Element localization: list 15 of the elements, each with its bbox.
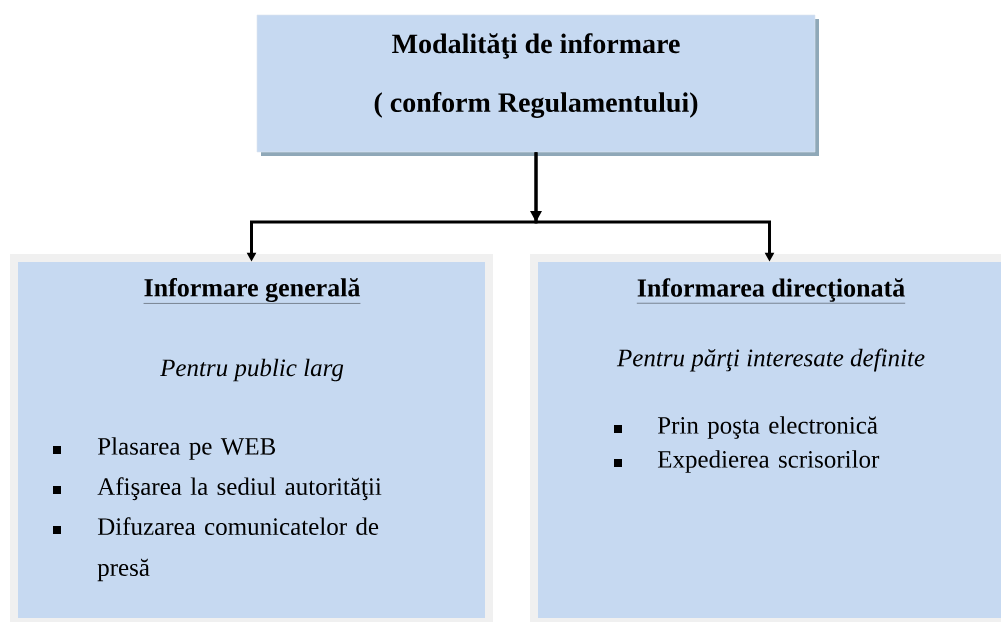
title-text: ( conform Regulamentului) [374,92,698,118]
bullet-item: Afişarea la sediul autorităţii [53,477,382,501]
title-text: Modalităţi de informare [392,33,680,59]
title-box [256,14,819,156]
bullet-item: Prin poşta electronică [614,416,878,439]
arrowhead [530,211,542,222]
bullet-item: Difuzarea comunicatelor de presă [53,517,379,582]
subtitle: Pentru părţi interesate definite [616,348,925,372]
bullet-item: Plasarea pe WEB [53,437,276,460]
content-box [530,254,1001,622]
bullet-item: Expedierea scrisorilor [614,450,880,473]
subtitle: Pentru public larg [159,358,344,382]
box-heading: Informare generală [143,278,361,304]
content-box [10,254,493,622]
box-heading: Informarea direcţionată [636,278,906,304]
